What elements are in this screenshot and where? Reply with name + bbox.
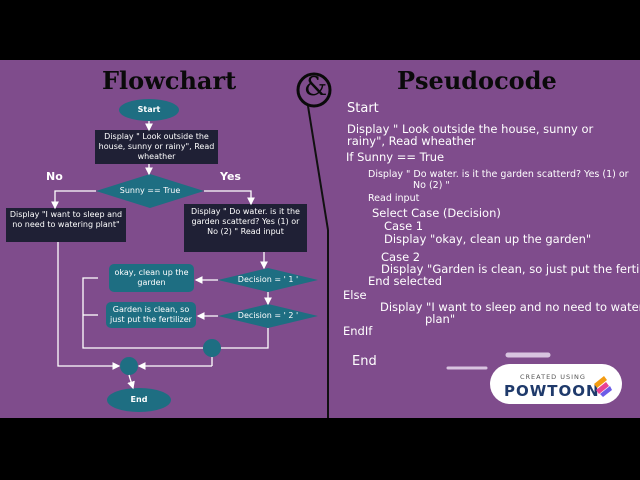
created-using-text: CREATED USING: [520, 373, 586, 381]
pseudo-line: Display " Look outside the house, sunny …: [347, 122, 594, 136]
pseudo-line: End: [352, 354, 377, 369]
start-terminal: [119, 99, 179, 121]
ampersand-emblem-icon: [296, 72, 332, 108]
display-weather-label: Display " Look outside the house, sunny …: [98, 132, 215, 161]
pseudocode-title: Pseudocode: [397, 66, 557, 95]
branch-yes-label: Yes: [220, 170, 241, 183]
display-weather-box: [95, 130, 218, 164]
pseudo-line: Read input: [368, 193, 420, 204]
start-label: Start: [137, 105, 161, 114]
decision-1-label: Decision = ' 1 ': [237, 275, 299, 284]
flow-arrows: [51, 121, 272, 390]
display-sleep-label: Display "I want to sleep and no need to …: [9, 210, 123, 229]
okay-clean-label: okay, clean up the garden: [114, 268, 189, 287]
powtoon-brand-text: POWTOON: [504, 382, 600, 400]
pseudo-line: No (2) ": [413, 180, 450, 191]
end-label: End: [130, 395, 148, 404]
pseudo-line: Case 2: [381, 250, 421, 264]
pseudo-line: rainy", Read wheather: [347, 134, 476, 148]
decision-2-shape: [218, 304, 318, 328]
connector-merge: [120, 357, 138, 375]
branch-no-label: No: [46, 170, 63, 183]
pseudo-line: Else: [343, 288, 367, 302]
okay-clean-box: [109, 264, 194, 292]
slide: Flowchart Pseudocode: [0, 60, 640, 418]
pseudo-line: Case 1: [384, 219, 424, 233]
pseudo-line: Select Case (Decision): [372, 206, 501, 220]
pseudo-line: EndIf: [343, 324, 373, 338]
pseudo-line: Start: [347, 101, 379, 116]
decision-1-shape: [218, 268, 318, 292]
connector-right: [203, 339, 221, 357]
powtoon-watermark: CREATED USING POWTOON: [490, 364, 622, 404]
garden-clean-label: Garden is clean, so just put the fertili…: [110, 305, 192, 324]
garden-clean-box: [106, 302, 196, 328]
flowchart-title: Flowchart: [102, 66, 237, 95]
ampersand-glyph-icon: &: [304, 72, 328, 102]
end-terminal: [107, 388, 171, 412]
pseudo-line: End selected: [368, 274, 443, 288]
decision-2-label: Decision = ' 2 ': [237, 311, 299, 320]
divider-line: [307, 105, 329, 231]
pseudo-line: Display " Do water. is it the garden sca…: [368, 169, 629, 180]
display-water-label: Display " Do water. is it the garden sca…: [191, 207, 300, 236]
pseudo-line: Display "I want to sleep and no need to …: [380, 300, 640, 314]
powtoon-logo-icon: [594, 376, 612, 397]
flowchart-diagram: [6, 72, 551, 418]
decision-sunny-shape: [96, 174, 204, 208]
display-sleep-box: [6, 208, 126, 242]
pseudo-line: If Sunny == True: [346, 150, 445, 164]
decision-sunny-label: Sunny == True: [119, 186, 181, 195]
pseudo-line: Display "Garden is clean, so just put th…: [381, 262, 640, 276]
pseudo-line: plan": [425, 312, 456, 326]
display-water-box: [184, 204, 307, 252]
pseudo-line: Display "okay, clean up the garden": [384, 232, 592, 246]
